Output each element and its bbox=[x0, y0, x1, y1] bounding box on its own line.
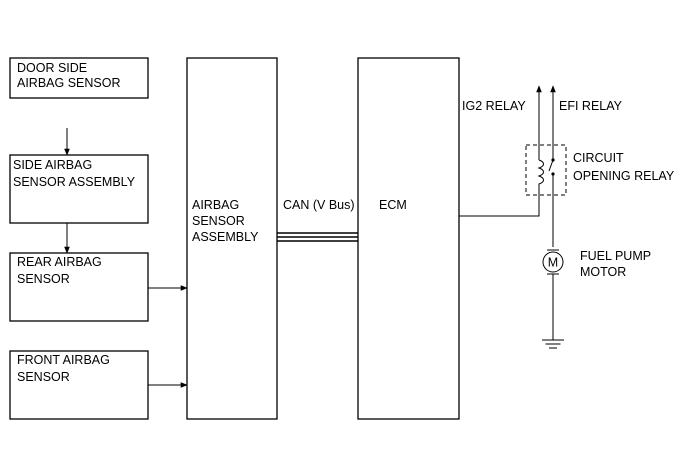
fuel-pump-motor-label-line2: MOTOR bbox=[580, 265, 626, 279]
ecm-label: ECM bbox=[379, 198, 407, 212]
efi-relay-label: EFI RELAY bbox=[559, 99, 623, 113]
ecm-to-relay-wire bbox=[459, 195, 540, 217]
door-side-airbag-sensor-block: DOOR SIDE AIRBAG SENSOR bbox=[9, 57, 149, 99]
can-bus-label: CAN (V Bus) bbox=[283, 198, 355, 212]
front-sensor-label-line2: SENSOR bbox=[17, 370, 70, 384]
ground-icon bbox=[542, 339, 564, 349]
side-airbag-sensor-assembly-block: SIDE AIRBAG SENSOR ASSEMBLY bbox=[9, 154, 149, 224]
door-side-sensor-label-line1: DOOR SIDE bbox=[17, 61, 87, 75]
front-sensor-label-line1: FRONT AIRBAG bbox=[17, 353, 110, 367]
rear-airbag-sensor-block: REAR AIRBAG SENSOR bbox=[9, 252, 149, 322]
fuel-pump-motor-icon: M bbox=[542, 249, 564, 275]
door-side-sensor-label-line2: AIRBAG SENSOR bbox=[17, 76, 121, 90]
ig2-relay-label: IG2 RELAY bbox=[462, 99, 526, 113]
fuel-pump-motor-label-line1: FUEL PUMP bbox=[580, 249, 651, 263]
motor-m-label: M bbox=[548, 256, 558, 270]
circuit-opening-relay-label-line2: OPENING RELAY bbox=[573, 169, 675, 183]
relay-switch-icon bbox=[548, 145, 554, 195]
airbag-sensor-assembly-label-line2: SENSOR bbox=[192, 214, 245, 228]
circuit-opening-relay bbox=[525, 144, 567, 196]
airbag-sensor-assembly-label-line3: ASSEMBLY bbox=[192, 230, 259, 244]
rear-sensor-label-line1: REAR AIRBAG bbox=[17, 255, 102, 269]
side-sensor-assembly-label-line2: SENSOR ASSEMBLY bbox=[13, 175, 136, 189]
ecm-block: ECM bbox=[357, 57, 460, 420]
airbag-sensor-assembly-block: AIRBAG SENSOR ASSEMBLY bbox=[186, 57, 278, 420]
can-bus-lines bbox=[277, 232, 358, 242]
airbag-sensor-assembly-label-line1: AIRBAG bbox=[192, 198, 239, 212]
circuit-opening-relay-label-line1: CIRCUIT bbox=[573, 151, 624, 165]
side-sensor-assembly-label-line1: SIDE AIRBAG bbox=[13, 158, 92, 172]
front-airbag-sensor-block: FRONT AIRBAG SENSOR bbox=[9, 350, 149, 420]
relay-coil-icon bbox=[537, 145, 544, 195]
rear-sensor-label-line2: SENSOR bbox=[17, 272, 70, 286]
